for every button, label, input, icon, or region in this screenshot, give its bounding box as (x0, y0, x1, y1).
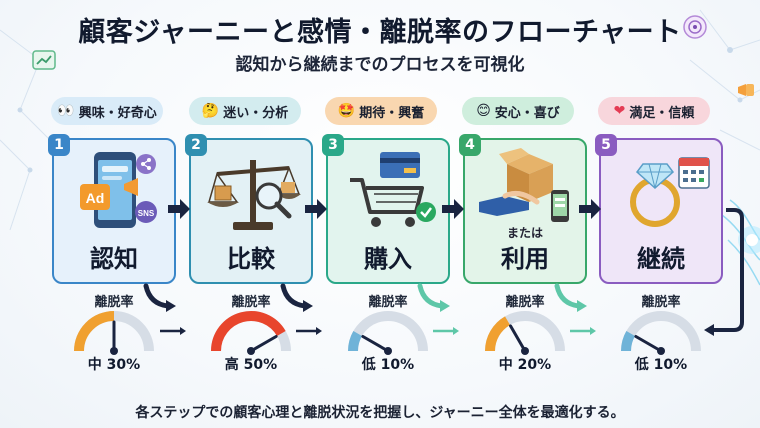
page-subtitle: 認知から継続までのプロセスを可視化 (235, 55, 525, 75)
flow-arrow-2-3 (305, 199, 327, 219)
step-number-badge: 4 (459, 134, 481, 156)
heart-icon: ❤ (613, 103, 626, 119)
churn-value-step4: 中 20% (498, 357, 552, 373)
shopping-cart-icon (350, 152, 436, 227)
diamond-ring-icon (630, 157, 710, 227)
smartphone-ad-illustration: Ad SNS (80, 152, 157, 228)
page-title: 顧客ジャーニーと感情・離脱率のフローチャート (78, 17, 682, 48)
churn-value-step3: 低 10% (361, 357, 415, 373)
megaphone-corner-icon (738, 84, 754, 96)
churn-label-step2: 離脱率 (231, 295, 271, 310)
emotion-pill-step4: 😊 安心・喜び (462, 97, 574, 125)
smile-icon: 😊 (476, 103, 491, 119)
chart-window-icon (32, 50, 56, 70)
emotion-label: 期待・興奮 (359, 105, 425, 121)
target-icon (683, 15, 707, 39)
churn-gauge-step2 (211, 311, 291, 355)
step-card-purchase: 3 購入 (322, 134, 450, 284)
churn-value-step2: 高 50% (224, 357, 278, 373)
balance-scale-icon (207, 160, 301, 230)
step-card-comparison: 2 比較 (185, 134, 313, 284)
package-hand-illustration (479, 148, 569, 222)
step-number-badge: 5 (595, 134, 617, 156)
churn-label-step3: 離脱率 (368, 295, 408, 310)
emotion-pill-step5: ❤ 満足・信頼 (598, 97, 710, 125)
churn-value-step5: 低 10% (634, 357, 688, 373)
churn-label-step4: 離脱率 (505, 295, 545, 310)
star-eyes-icon: 🤩 (337, 103, 356, 119)
emotion-label: 満足・信頼 (629, 105, 695, 121)
churn-gauge-step3 (348, 311, 428, 355)
emotion-pill-step2: 🤔 迷い・分析 (189, 97, 301, 125)
churn-gauge-step5 (621, 311, 701, 355)
step-number-badge: 1 (48, 134, 70, 156)
churn-gauge-step4 (485, 311, 565, 355)
emotion-label: 安心・喜び (494, 105, 560, 121)
emotion-label: 迷い・分析 (223, 105, 289, 121)
emotion-label: 興味・好奇心 (78, 105, 157, 121)
thinking-face-icon: 🤔 (201, 103, 220, 119)
step-number-badge: 3 (322, 134, 344, 156)
step-card-usage: 4 または 利用 (459, 134, 587, 284)
step-label: 継続 (637, 245, 685, 273)
flow-arrow-4-5 (579, 199, 601, 219)
churn-label-step1: 離脱率 (94, 295, 134, 310)
emotion-pill-step1: 👀 興味・好奇心 (51, 97, 163, 125)
flow-arrow-3-4 (442, 199, 464, 219)
churn-value-step1: 中 30% (87, 357, 141, 373)
emotion-pill-step3: 🤩 期待・興奮 (325, 97, 437, 125)
churn-gauge-step1 (74, 311, 154, 355)
ad-badge-text: Ad (86, 190, 105, 206)
churn-label-step5: 離脱率 (641, 295, 681, 310)
step-label: 比較 (227, 245, 275, 273)
flow-arrow-1-2 (168, 199, 190, 219)
step-card-awareness: 1 Ad SNS 認知 (48, 134, 176, 284)
eyes-icon: 👀 (57, 103, 75, 119)
step-label: 購入 (364, 245, 412, 273)
footer-note: 各ステップでの顧客心理と離脱状況を把握し、ジャーニー全体を最適化する。 (135, 405, 625, 421)
step-number-badge: 2 (185, 134, 207, 156)
step-label: 利用 (501, 245, 549, 273)
step-card-retention: 5 継続 (595, 134, 723, 284)
step-label: 認知 (90, 245, 138, 273)
or-text: または (506, 226, 543, 240)
sns-badge-text: SNS (138, 209, 155, 218)
